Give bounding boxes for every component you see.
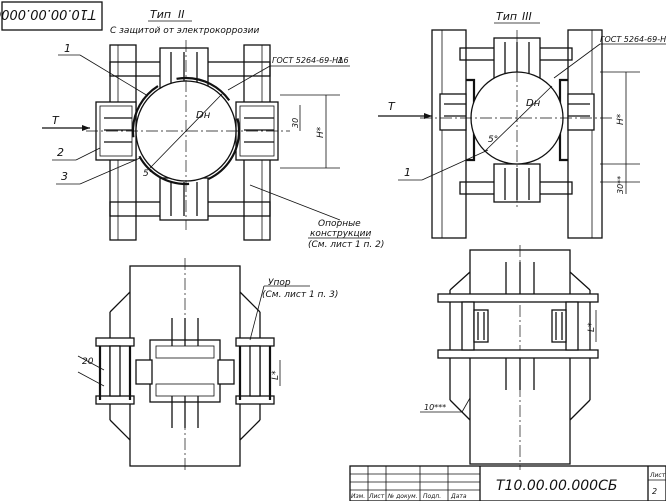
type3-view: Тип III Dн bbox=[378, 10, 666, 239]
view-bottom-right: L* 10*** bbox=[420, 245, 599, 470]
type2-callout-2: 2 bbox=[57, 146, 64, 159]
type3-dim-h: Н* bbox=[616, 113, 626, 125]
type2-arrow-t: Т bbox=[52, 114, 60, 127]
type2-callout-3: 3 bbox=[61, 170, 68, 183]
type2-gost-suffix: Δ6 bbox=[337, 56, 349, 65]
left-ibeam bbox=[95, 337, 135, 405]
type2-roman: II bbox=[178, 8, 185, 21]
view-br-dim-l: L* bbox=[587, 322, 597, 332]
rotated-stamp: Т10.00.00.000СБ bbox=[0, 1, 103, 31]
upor-label-2: (См. лист 1 п. 3) bbox=[262, 290, 338, 300]
rotated-stamp-code: Т10.00.00.000СБ bbox=[0, 6, 96, 21]
tb-code: Т10.00.00.000СБ bbox=[496, 478, 617, 494]
view-bottom-left: Упор (См. лист 1 п. 3) 20 L* bbox=[77, 258, 338, 470]
type2-dim-30: 30 bbox=[291, 118, 300, 128]
title-block: Изм. Лист № докум. Подп. Дата Т10.00.00.… bbox=[349, 465, 666, 501]
type2-angle: 5° bbox=[143, 169, 153, 179]
type3-callout-1: 1 bbox=[404, 166, 411, 179]
upor-label-1: Упор bbox=[268, 278, 291, 288]
type3-gost: ГОСТ 5264-69-Н1 bbox=[600, 35, 666, 44]
tb-header-1: Лист bbox=[368, 493, 385, 500]
type3-dim-30: 30** bbox=[616, 176, 625, 194]
view-bl-dim-20: 20 bbox=[82, 357, 94, 367]
type3-diameter: Dн bbox=[526, 98, 541, 109]
type2-view: Тип II С защитой от электрокоррозии bbox=[42, 8, 384, 250]
type2-diameter: Dн bbox=[196, 110, 211, 121]
view-br-dim-10: 10*** bbox=[424, 403, 446, 412]
type2-support-label-2: конструкции bbox=[310, 229, 371, 239]
type2-note: С защитой от электрокоррозии bbox=[110, 26, 259, 36]
type2-callout-1: 1 bbox=[64, 42, 71, 55]
type3-roman: III bbox=[522, 10, 532, 23]
view-bl-dim-l: L* bbox=[271, 370, 281, 380]
type2-dim-h: Н* bbox=[316, 126, 326, 138]
type3-angle: 5° bbox=[488, 135, 498, 145]
type3-title: Тип bbox=[496, 10, 517, 23]
right-ibeam bbox=[235, 337, 275, 405]
type2-gost: ГОСТ 5264-69-Н1 bbox=[272, 56, 343, 65]
tb-header-4: Дата bbox=[450, 493, 467, 500]
tb-header-3: Подп. bbox=[423, 493, 441, 500]
type2-support-label-3: (См. лист 1 п. 2) bbox=[308, 240, 384, 250]
type2-support-label-1: Опорные bbox=[318, 219, 361, 229]
type3-arrow-t: Т bbox=[388, 100, 396, 113]
type2-title: Тип bbox=[150, 8, 171, 21]
tb-header-0: Изм. bbox=[351, 493, 365, 500]
tb-sheet-label: Лист bbox=[649, 472, 666, 479]
tb-sheet-no: 2 bbox=[652, 487, 657, 496]
tb-header-2: № докум. bbox=[387, 493, 418, 500]
